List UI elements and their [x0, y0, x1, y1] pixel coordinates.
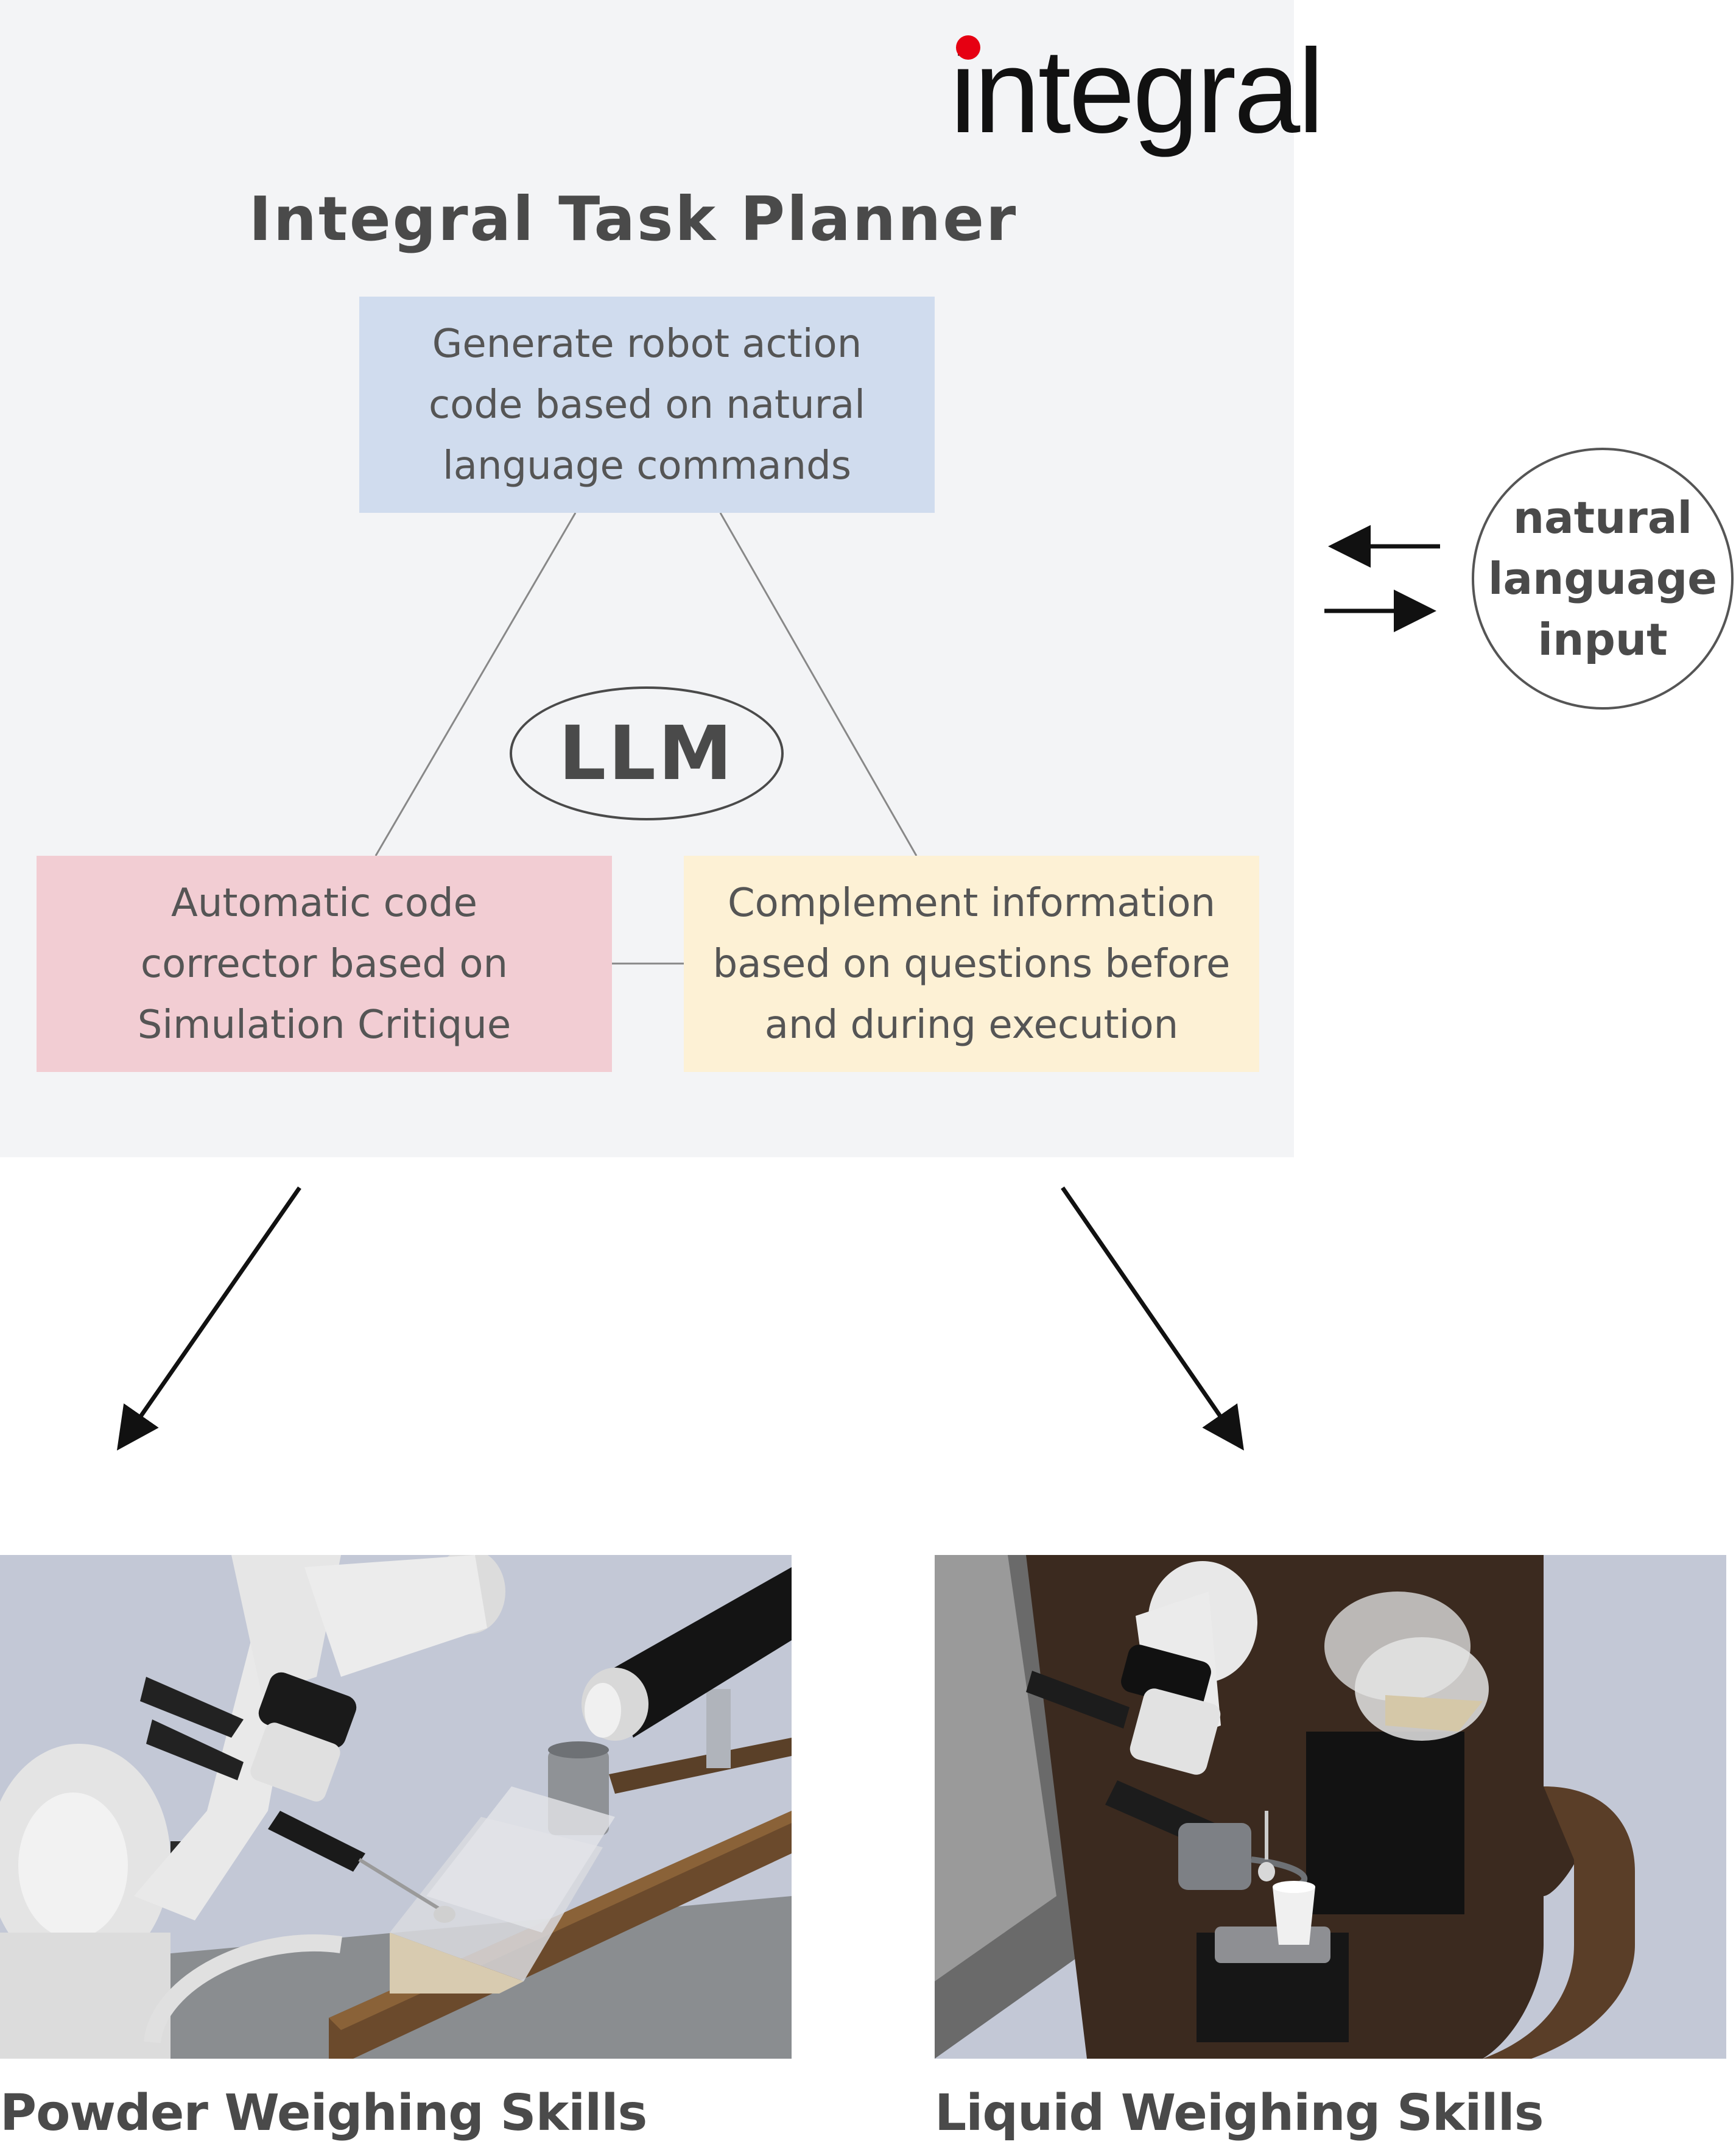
complement-info-box: Complement information based on question… — [684, 856, 1259, 1072]
input-line-1: natural — [1513, 492, 1693, 543]
logo-red-dot — [956, 35, 980, 60]
generate-line-2: code based on natural — [428, 382, 866, 428]
powder-weighing-image — [0, 1555, 792, 2059]
integral-logo: integral — [950, 24, 1324, 158]
powder-weighing-caption: Powder Weighing Skills — [0, 2084, 647, 2142]
liquid-weighing-caption: Liquid Weighing Skills — [935, 2084, 1544, 2142]
planner-title: Integral Task Planner — [248, 183, 1018, 255]
corrector-line-1: Automatic code — [171, 880, 477, 926]
generate-line-3: language commands — [442, 443, 852, 488]
corrector-line-2: corrector based on — [140, 941, 508, 987]
code-corrector-box: Automatic code corrector based on Simula… — [37, 856, 612, 1072]
input-line-2: language — [1488, 553, 1718, 604]
llm-ellipse: LLM — [510, 686, 784, 820]
complement-line-2: based on questions before — [712, 941, 1231, 987]
corrector-line-3: Simulation Critique — [137, 1002, 511, 1048]
logo-wordmark: integral — [950, 24, 1324, 158]
generate-line-1: Generate robot action — [432, 321, 862, 367]
complement-line-1: Complement information — [727, 880, 1216, 926]
arrow-to-liquid-skills — [1061, 1186, 1244, 1451]
liquid-weighing-image — [935, 1555, 1726, 2059]
complement-line-3: and during execution — [764, 1002, 1179, 1048]
natural-language-input-circle: natural language input — [1472, 448, 1734, 710]
generate-code-box: Generate robot action code based on natu… — [359, 297, 935, 513]
arrow-to-powder-skills — [117, 1186, 301, 1451]
input-line-3: input — [1537, 614, 1668, 665]
